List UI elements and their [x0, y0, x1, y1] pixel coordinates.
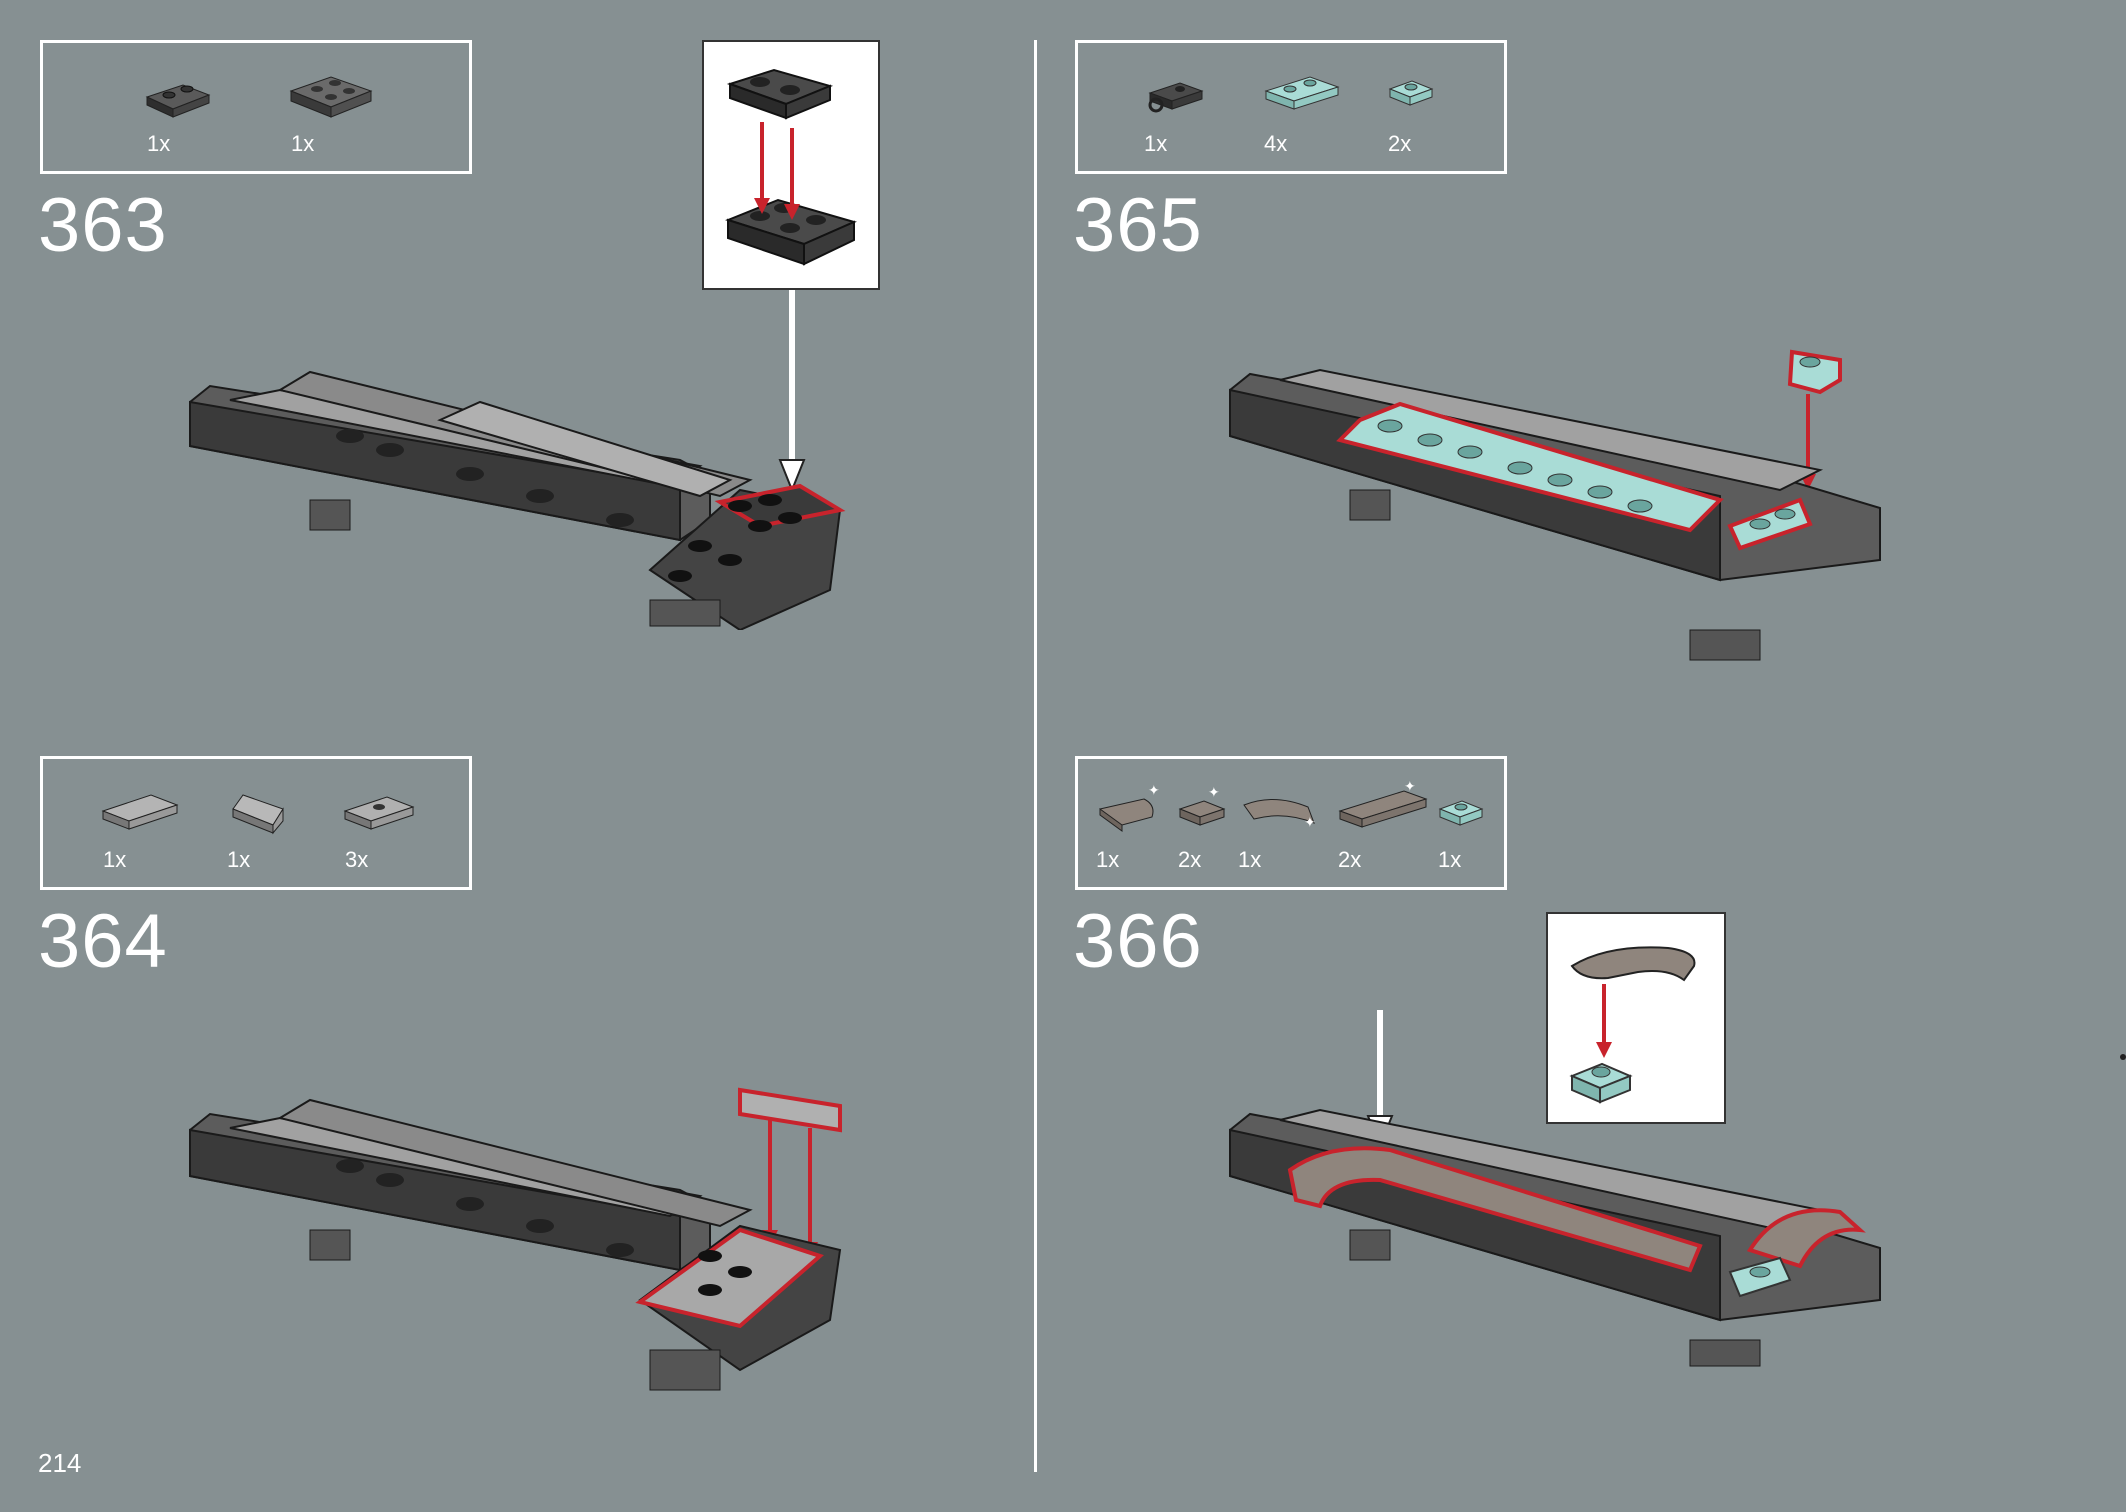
part-item: ✦ 1x — [1234, 759, 1354, 887]
tile-1x4-tan-icon: ✦ — [1338, 781, 1428, 828]
tile-1x1-tan-icon: ✦ — [1178, 785, 1226, 826]
part-quantity: 1x — [1096, 847, 1120, 872]
plate-1x1-trans-icon — [1438, 800, 1484, 826]
parts-list-366: ✦ 1x ✦ 2x ✦ 1x ✦ 2x — [1075, 756, 1507, 890]
parts-list-365: 1x 4x 2x — [1075, 40, 1507, 174]
plate-1x2-dark-icon — [145, 84, 211, 118]
plate-assembly-diagram — [725, 68, 857, 266]
part-item: 4x — [1260, 43, 1380, 171]
slope-grey-icon — [232, 794, 284, 835]
model-step-364 — [189, 1087, 842, 1391]
part-item: 1x — [287, 43, 407, 171]
page-edge-mark — [2120, 1054, 2126, 1060]
part-item: ✦ 1x — [1092, 759, 1212, 887]
part-quantity: 1x — [227, 847, 251, 872]
part-item: 3x — [341, 759, 461, 887]
part-item: 1x — [223, 759, 343, 887]
part-quantity: 4x — [1264, 131, 1288, 156]
model-step-365 — [1229, 349, 1881, 661]
curved-tile-assembly-diagram — [1569, 946, 1696, 1104]
part-item: 1x — [1140, 43, 1260, 171]
part-item: 2x — [1384, 43, 1504, 171]
model-step-366 — [1229, 1010, 1881, 1367]
plate-2x2-dark-icon — [289, 76, 373, 118]
part-item: 1x — [143, 43, 263, 171]
page-divider — [1034, 40, 1037, 1472]
plate-1x2-trans-icon — [1264, 76, 1340, 110]
step-number: 366 — [1073, 899, 1203, 984]
step-number: 365 — [1073, 183, 1203, 268]
parts-list-363: 1x 1x — [40, 40, 472, 174]
sub-assembly-callout — [1546, 912, 1726, 1124]
parts-list-364: 1x 1x 3x — [40, 756, 472, 890]
plate-1x1-trans-icon — [1388, 80, 1434, 106]
step-number: 364 — [38, 899, 168, 984]
svg-text:✦: ✦ — [1148, 783, 1160, 799]
jumper-plate-grey-icon — [343, 796, 415, 830]
part-item: ✦ 2x — [1334, 759, 1454, 887]
part-quantity: 1x — [147, 131, 171, 156]
part-quantity: 1x — [1238, 847, 1262, 872]
part-item: 1x — [1434, 759, 1554, 887]
part-quantity: 1x — [291, 131, 315, 156]
svg-text:✦: ✦ — [1304, 815, 1316, 831]
svg-text:✦: ✦ — [1404, 781, 1416, 795]
clip-plate-dark-icon — [1148, 82, 1204, 113]
part-quantity: 2x — [1388, 131, 1412, 156]
model-step-363 — [189, 290, 846, 630]
part-quantity: 1x — [103, 847, 127, 872]
tile-1x2-grey-icon — [101, 794, 179, 830]
svg-text:✦: ✦ — [1208, 785, 1220, 801]
part-quantity: 2x — [1178, 847, 1202, 872]
sub-assembly-callout — [702, 40, 880, 290]
part-quantity: 1x — [1144, 131, 1168, 156]
step-number: 363 — [38, 183, 168, 268]
part-quantity: 1x — [1438, 847, 1462, 872]
part-item: ✦ 2x — [1174, 759, 1294, 887]
part-quantity: 3x — [345, 847, 369, 872]
macaroni-tile-tan-icon: ✦ — [1243, 798, 1316, 831]
part-item: 1x — [99, 759, 219, 887]
part-quantity: 2x — [1338, 847, 1362, 872]
curved-tile-tan-icon: ✦ — [1099, 783, 1160, 832]
page-number: 214 — [38, 1448, 82, 1478]
